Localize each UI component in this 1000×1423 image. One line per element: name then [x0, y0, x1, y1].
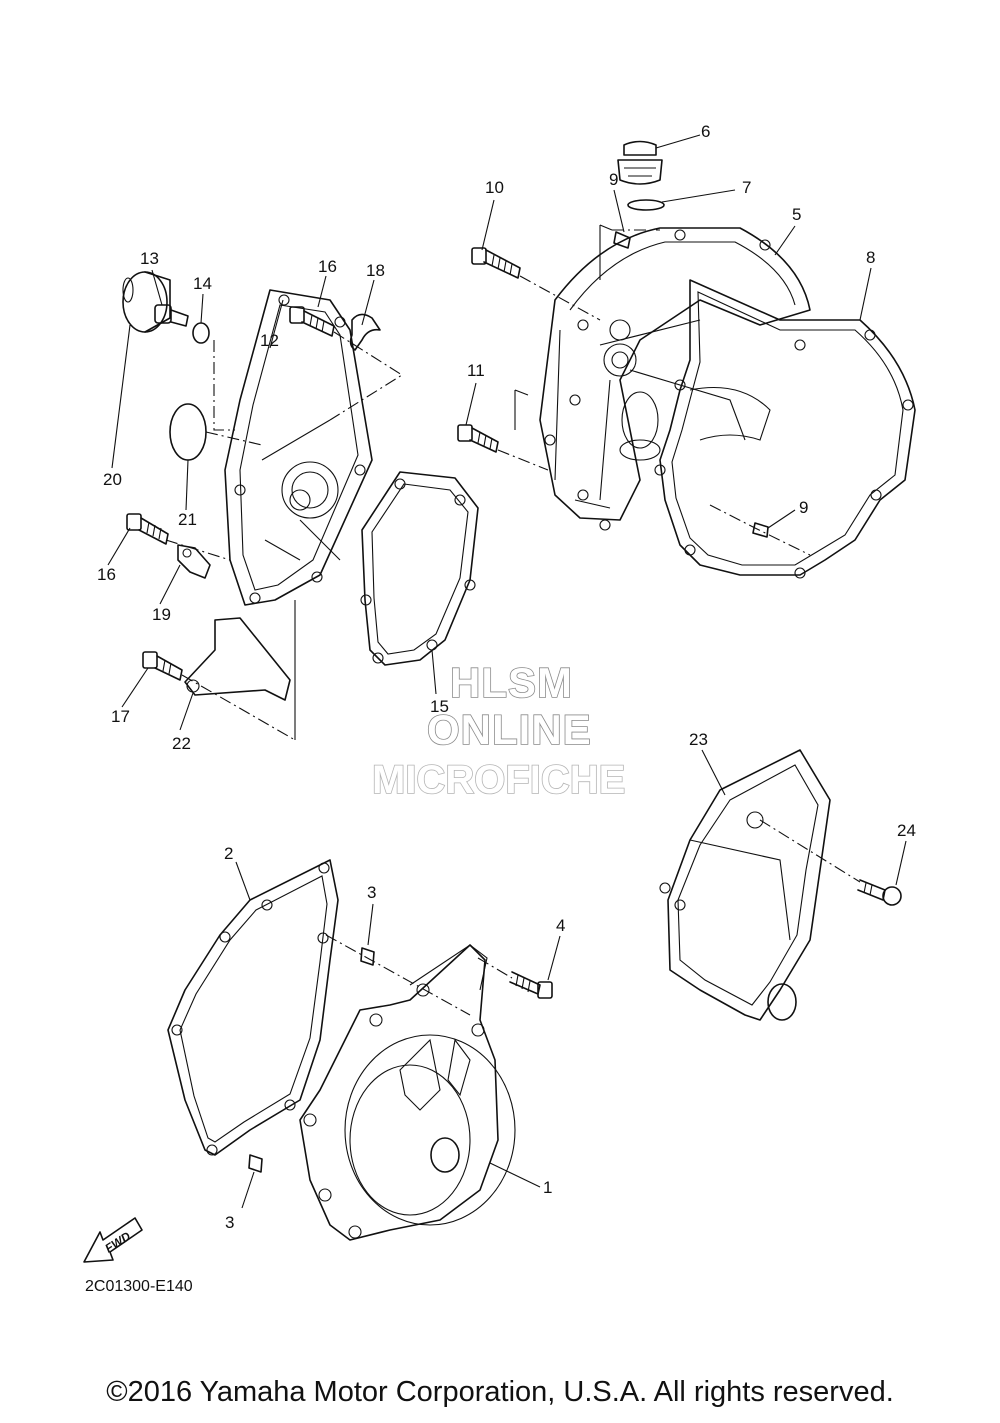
part-8-gasket: [654, 279, 916, 579]
fwd-label: FWD: [102, 1229, 133, 1256]
part-4-bolt: [509, 971, 553, 999]
watermark-line-3: MICROFICHE: [372, 758, 625, 802]
reference-bracket-10: [514, 389, 529, 430]
callout-7: 7: [742, 178, 751, 197]
part-5-crankcase-cover: [539, 227, 811, 531]
callout-16: 16: [97, 565, 116, 584]
fwd-arrow-icon: FWD: [83, 1217, 143, 1263]
callout-11: 11: [467, 361, 485, 380]
part-6-oil-filler-cap: [617, 140, 663, 185]
part-19-clamp: [177, 544, 211, 579]
callout-21: 21: [178, 510, 197, 529]
assembly-line-16: [329, 331, 404, 421]
callout-12: 12: [260, 331, 279, 350]
callout-17: 17: [111, 707, 130, 726]
callout-labels: 1 2 3 3 4 5 6 7 8 9 9 10 11 12 13 14 15 …: [97, 122, 916, 1232]
callout-10: 10: [485, 178, 504, 197]
callout-15: 15: [430, 697, 449, 716]
part-22-plate: [184, 617, 291, 701]
assembly-line-4: [477, 957, 513, 979]
callout-9: 9: [609, 170, 618, 189]
callout-22: 22: [172, 734, 191, 753]
callout-16: 16: [318, 257, 337, 276]
part-3-dowel-pin: [360, 947, 375, 966]
part-14-washer: [192, 322, 210, 344]
callout-6: 6: [701, 122, 710, 141]
reference-bracket-9: [599, 224, 613, 280]
callout-23: 23: [689, 730, 708, 749]
part-2-gasket: [167, 859, 339, 1156]
part-9-dowel-pin-lower: [752, 522, 769, 538]
part-16-bolt: [289, 306, 335, 337]
assembly-line-9-lower: [709, 504, 811, 556]
part-12-cover: [224, 289, 373, 606]
assembly-line-11: [497, 449, 549, 471]
callout-24: 24: [897, 821, 916, 840]
callout-5: 5: [792, 205, 801, 224]
watermark: HLSM ONLINE MICROFICHE: [371, 658, 626, 803]
part-9-dowel-pin: [613, 231, 631, 249]
watermark-line-1: HLSM: [450, 659, 573, 706]
part-3-dowel-pin-lower: [248, 1154, 263, 1173]
part-15-gasket: [360, 471, 479, 666]
part-21-o-ring: [169, 403, 207, 461]
callout-19: 19: [152, 605, 171, 624]
callout-9: 9: [799, 498, 808, 517]
part-16-bolt-lower: [126, 513, 169, 545]
callout-1: 1: [543, 1178, 552, 1197]
assembly-line-3: [325, 934, 471, 1016]
callout-3: 3: [367, 883, 376, 902]
part-24-bolt: [857, 879, 902, 906]
part-10-bolt: [471, 247, 521, 279]
copyright-notice: ©2016 Yamaha Motor Corporation, U.S.A. A…: [106, 1376, 894, 1408]
callout-8: 8: [866, 248, 875, 267]
callout-3: 3: [225, 1213, 234, 1232]
callout-20: 20: [103, 470, 122, 489]
callout-13: 13: [140, 249, 159, 268]
part-17-bolt: [142, 651, 183, 681]
assembly-line-16-lower: [165, 539, 231, 561]
diagram-code: 2C01300-E140: [85, 1278, 193, 1295]
callout-2: 2: [224, 844, 233, 863]
callout-14: 14: [193, 274, 212, 293]
part-23-sprocket-cover: [659, 749, 831, 1021]
part-18-clamp: [349, 313, 381, 351]
assembly-line-24: [759, 819, 861, 883]
part-13-bolt: [154, 304, 189, 327]
callout-18: 18: [366, 261, 385, 280]
assembly-line-21: [205, 431, 263, 446]
part-1-generator-cover: [299, 944, 516, 1241]
part-20-plug: [122, 271, 171, 333]
part-11-bolt: [457, 424, 499, 453]
part-7-o-ring: [627, 199, 665, 211]
callout-4: 4: [556, 916, 565, 935]
assembly-line-10: [519, 275, 601, 321]
leader-lines: [107, 134, 907, 1209]
watermark-line-2: ONLINE: [427, 706, 592, 753]
assembly-line-13: [213, 340, 235, 431]
